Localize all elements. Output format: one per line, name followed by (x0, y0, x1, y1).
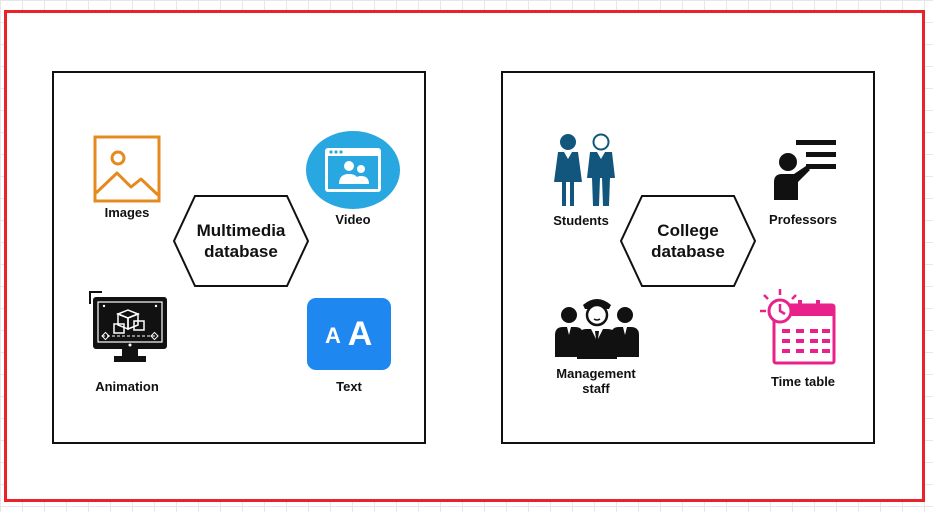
professor-icon (772, 138, 838, 207)
management-staff-label: Management staff (556, 366, 635, 396)
professors-label: Professors (769, 212, 837, 227)
images-label: Images (104, 205, 150, 220)
image-icon (93, 135, 161, 208)
multimedia-label-line2: database (204, 242, 278, 261)
timetable-label: Time table (770, 374, 836, 389)
college-label-line1: College (657, 221, 719, 240)
college-label-line2: database (651, 242, 725, 261)
students-icon (552, 132, 618, 213)
3d-animation-monitor-icon (88, 290, 168, 375)
students-label: Students (553, 213, 609, 228)
animation-label: Animation (95, 379, 159, 394)
video-label: Video (335, 212, 371, 227)
svg-text:A: A (325, 323, 341, 348)
svg-text:A: A (348, 315, 373, 353)
management-label-line2: staff (582, 381, 610, 396)
multimedia-database-node: Multimedia database (173, 195, 309, 287)
management-staff-icon (553, 295, 641, 364)
management-label-line1: Management (556, 366, 636, 381)
timetable-calendar-icon (754, 287, 838, 372)
font-size-icon: A A (306, 297, 392, 376)
multimedia-label-line1: Multimedia (196, 221, 286, 240)
video-window-icon (305, 130, 401, 215)
college-database-node: College database (620, 195, 756, 287)
text-label: Text (336, 379, 362, 394)
